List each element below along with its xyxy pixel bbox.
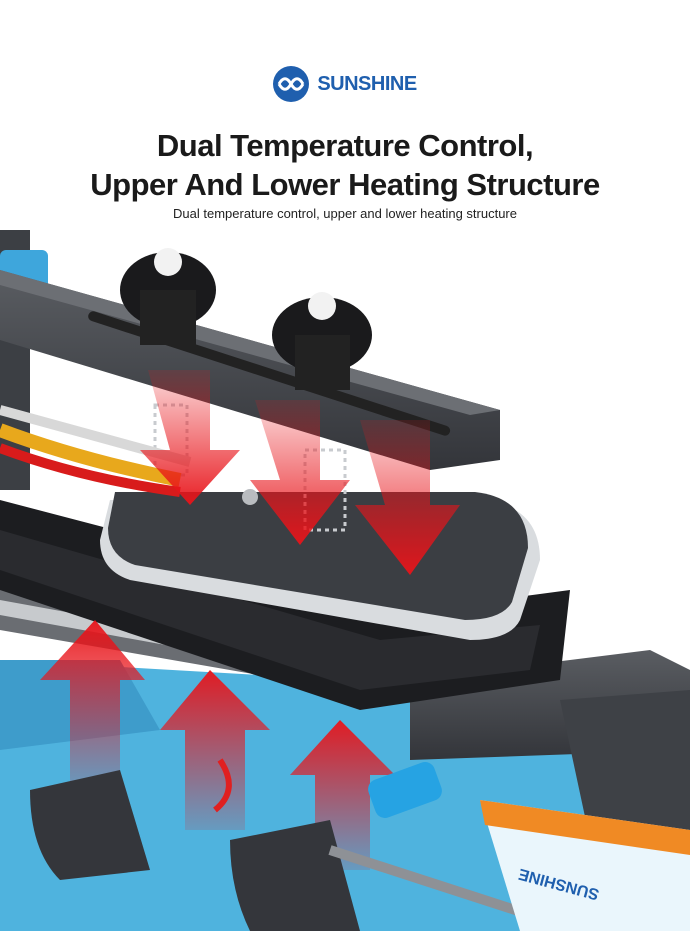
brand-name: SUNSHINE: [317, 72, 417, 95]
brand-logo: SUNSHINE: [0, 66, 690, 102]
downward-heat-arrows: [140, 370, 460, 575]
knob-left[interactable]: [120, 248, 216, 345]
knob-right[interactable]: [272, 292, 372, 390]
sunshine-logo-icon: [273, 66, 310, 102]
product-photo: SUNSHINE: [0, 230, 690, 931]
title-line-1: Dual Temperature Control,: [156, 128, 534, 163]
base-label: SUNSHINE: [480, 800, 690, 931]
page-subtitle: Dual temperature control, upper and lowe…: [173, 206, 517, 221]
title-line-2: Upper And Lower Heating Structure: [90, 167, 600, 202]
support-legs: [30, 758, 360, 931]
page-title: Dual Temperature Control, Upper And Lowe…: [0, 126, 690, 204]
